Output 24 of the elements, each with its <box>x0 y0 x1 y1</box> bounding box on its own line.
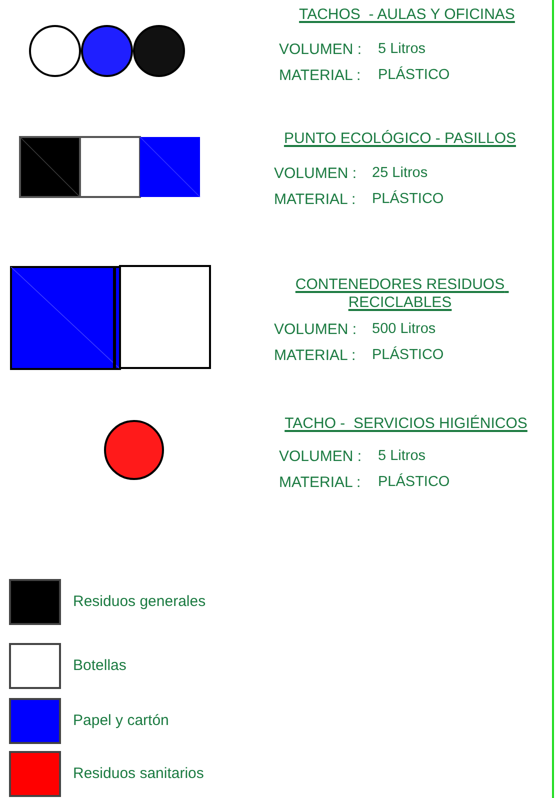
field-label: VOLUMEN : <box>274 320 357 340</box>
legend-label: Residuos sanitarios <box>73 764 204 784</box>
field-value: 25 Litros <box>372 164 428 183</box>
field-value: PLÁSTICO <box>378 472 450 492</box>
field-value: PLÁSTICO <box>372 345 444 365</box>
field-value: 500 Litros <box>372 320 436 339</box>
field-label: MATERIAL : <box>279 66 361 86</box>
field-label: MATERIAL : <box>274 190 356 210</box>
field-label: MATERIAL : <box>274 346 356 366</box>
legend-label: Botellas <box>73 656 126 676</box>
field-value: 5 Litros <box>378 447 426 466</box>
field-label: VOLUMEN : <box>274 164 357 184</box>
section-heading: TACHO - SERVICIOS HIGIÉNICOS <box>284 415 528 433</box>
field-label: VOLUMEN : <box>279 40 362 60</box>
section-heading: CONTENEDORES RESIDUOS RECICLABLES <box>294 276 506 312</box>
field-value: PLÁSTICO <box>372 189 444 209</box>
legend-label: Papel y cartón <box>73 710 169 731</box>
section-heading: PUNTO ECOLÓGICO - PASILLOS <box>284 130 516 148</box>
field-value: PLÁSTICO <box>378 65 450 85</box>
field-value: 5 Litros <box>378 40 426 59</box>
field-label: VOLUMEN : <box>279 447 362 467</box>
section-heading: TACHOS - AULAS Y OFICINAS <box>299 6 515 24</box>
legend-label: Residuos generales <box>73 592 206 612</box>
field-label: MATERIAL : <box>279 473 361 493</box>
